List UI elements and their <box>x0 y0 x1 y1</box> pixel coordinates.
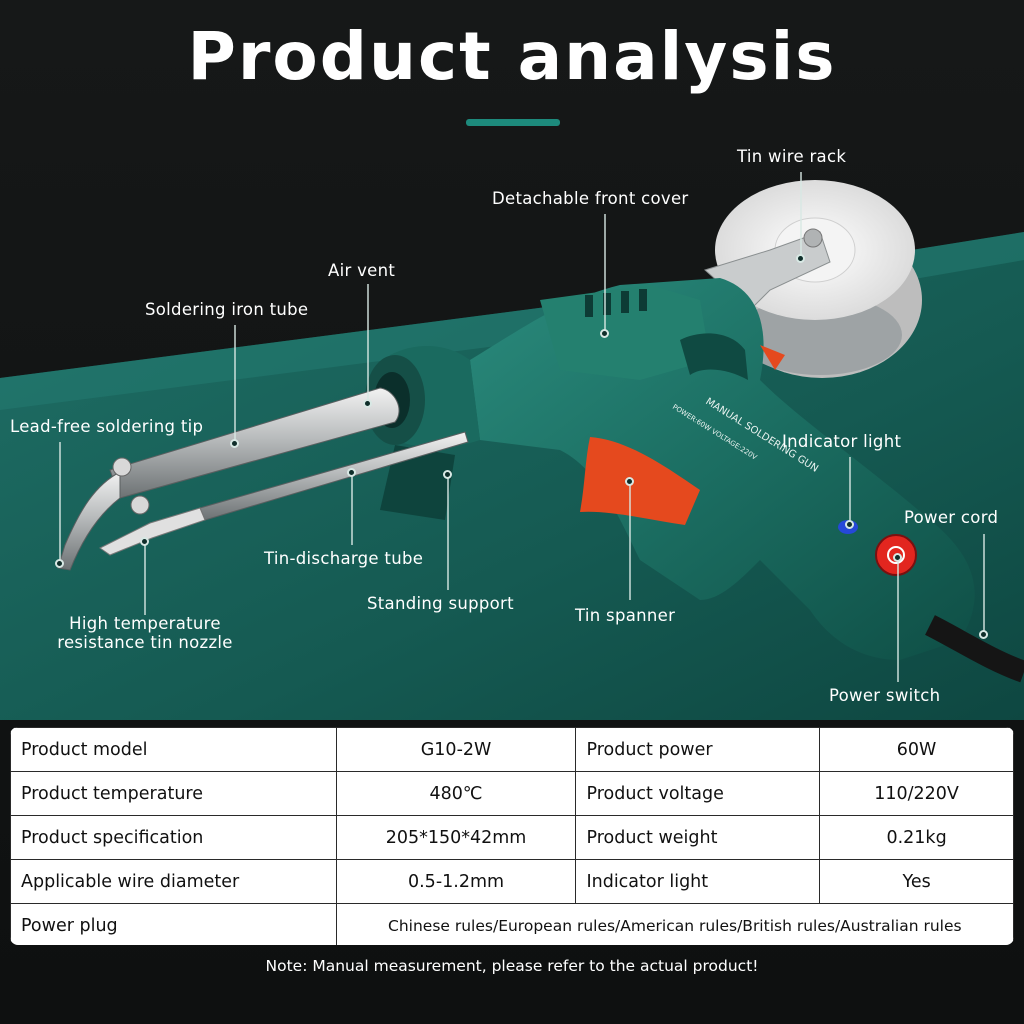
spec-label: Product power <box>575 727 821 772</box>
title-underline <box>466 119 560 126</box>
spec-value: 60W <box>819 727 1014 772</box>
label-discharge-tube: Tin-discharge tube <box>264 549 424 568</box>
spec-value: 0.5-1.2mm <box>335 859 577 904</box>
label-indicator: Indicator light <box>782 432 902 451</box>
spec-label: Product model <box>10 727 337 772</box>
callout-dot-tin-spanner <box>625 477 634 486</box>
label-standing-support: Standing support <box>367 594 514 613</box>
label-iron-tube: Soldering iron tube <box>145 300 309 319</box>
callout-dot-iron-tube <box>230 439 239 448</box>
spec-label: Product voltage <box>575 771 821 816</box>
spec-value: 205*150*42mm <box>335 815 577 860</box>
label-tin-spanner: Tin spanner <box>575 606 676 625</box>
table-row: Power plug Chinese rules/European rules/… <box>10 903 1014 945</box>
label-tin-wire-rack: Tin wire rack <box>737 147 847 166</box>
label-nozzle-line1: High temperature <box>69 614 221 633</box>
soldering-iron-tube <box>57 387 400 571</box>
spec-label: Product weight <box>575 815 821 860</box>
spec-value: 110/220V <box>819 771 1014 816</box>
spec-value-plug: Chinese rules/European rules/American ru… <box>335 903 1014 945</box>
spec-label: Applicable wire diameter <box>10 859 337 904</box>
callout-dot-nozzle <box>140 537 149 546</box>
callout-lines <box>59 172 985 682</box>
label-tip: Lead-free soldering tip <box>10 417 204 436</box>
label-air-vent: Air vent <box>328 261 396 280</box>
label-nozzle: High temperature resistance tin nozzle <box>40 614 250 652</box>
table-row: Product temperature 480℃ Product voltage… <box>10 771 1014 816</box>
disclaimer-note: Note: Manual measurement, please refer t… <box>265 957 759 975</box>
spec-value: Yes <box>819 859 1014 904</box>
spec-table-grid: Product model G10-2W Product power 60W P… <box>10 727 1014 945</box>
callout-dot-tip <box>55 559 64 568</box>
spec-table: Product model G10-2W Product power 60W P… <box>10 727 1014 945</box>
callout-dot-air-vent <box>363 399 372 408</box>
spec-label: Product specification <box>10 815 337 860</box>
callout-dot-tin-wire-rack <box>796 254 805 263</box>
spec-label: Product temperature <box>10 771 337 816</box>
label-power-cord: Power cord <box>904 508 999 527</box>
table-row: Product specification 205*150*42mm Produ… <box>10 815 1014 860</box>
callout-dot-front-cover <box>600 329 609 338</box>
label-front-cover: Detachable front cover <box>492 189 689 208</box>
page-title: Product analysis <box>187 18 837 95</box>
callout-dot-indicator <box>845 520 854 529</box>
callout-dot-discharge-tube <box>347 468 356 477</box>
spec-value: 480℃ <box>335 771 577 816</box>
label-power-switch: Power switch <box>829 686 941 705</box>
callout-dot-standing-support <box>443 470 452 479</box>
callout-dot-power-switch <box>893 553 902 562</box>
spec-value: G10-2W <box>335 727 577 772</box>
callout-dot-power-cord <box>979 630 988 639</box>
table-row: Product model G10-2W Product power 60W <box>10 727 1014 772</box>
spec-label: Indicator light <box>575 859 821 904</box>
spec-label: Power plug <box>10 903 337 945</box>
table-row: Applicable wire diameter 0.5-1.2mm Indic… <box>10 859 1014 904</box>
tin-discharge-tube-shape <box>99 431 469 556</box>
label-nozzle-line2: resistance tin nozzle <box>57 633 233 652</box>
spec-value: 0.21kg <box>819 815 1014 860</box>
